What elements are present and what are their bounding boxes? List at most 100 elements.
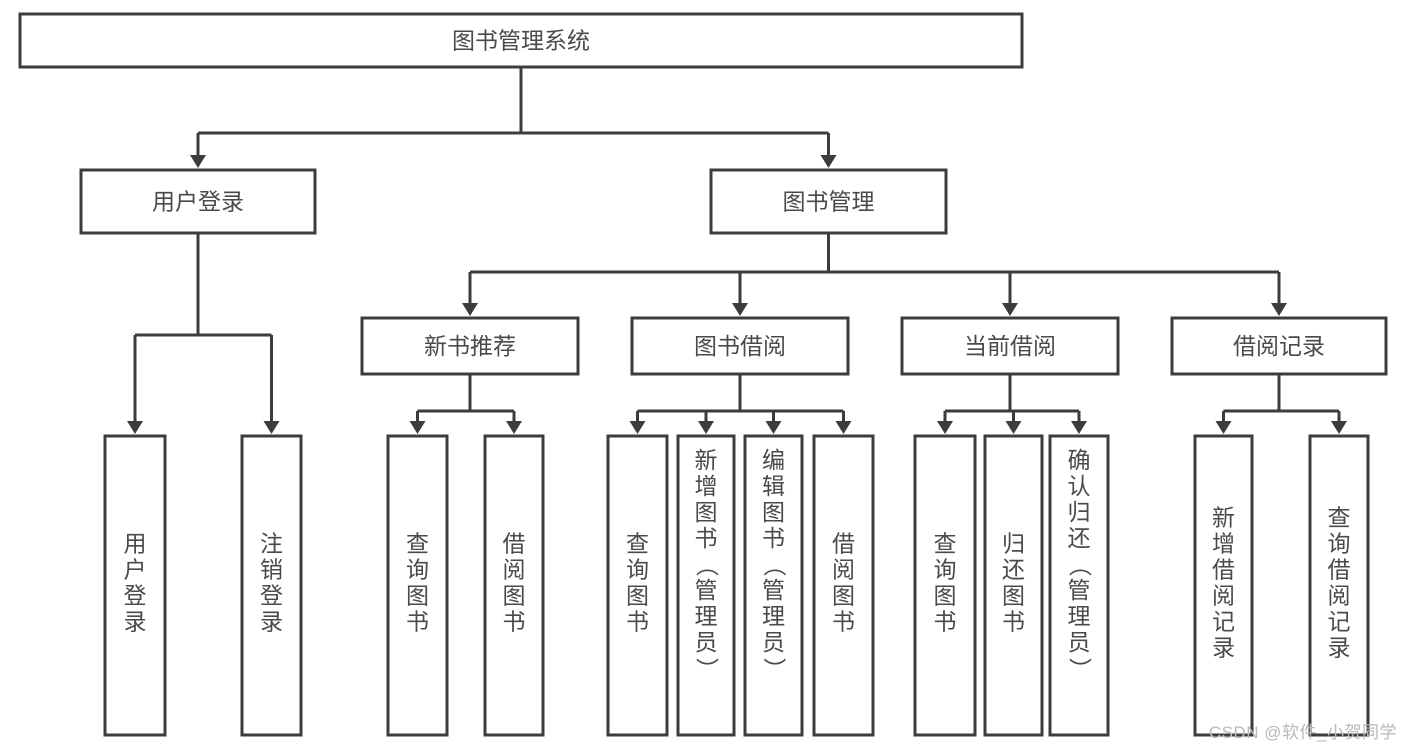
edge-group: [1215, 374, 1347, 434]
svg-text:书: 书: [762, 525, 785, 551]
node-box[interactable]: [900, 316, 1120, 376]
node-用户登录[interactable]: 用户登录: [79, 168, 317, 235]
svg-text:图: 图: [1002, 583, 1025, 609]
connector-arrow: [732, 272, 748, 316]
svg-text:书: 书: [626, 609, 649, 635]
svg-text:管: 管: [695, 577, 718, 603]
node-图书管理系统[interactable]: 图书管理系统: [18, 12, 1024, 69]
svg-text:员: 员: [1068, 629, 1091, 655]
node-label: 图书管理: [783, 189, 875, 215]
node-box[interactable]: [1193, 434, 1254, 737]
arrow-head-icon: [732, 303, 748, 316]
svg-text:记: 记: [1212, 609, 1235, 635]
node-box[interactable]: [676, 434, 736, 737]
connector-arrow: [1002, 272, 1018, 316]
svg-text:还: 还: [1002, 557, 1025, 583]
node-layer: 图书管理系统用户登录图书管理新书推荐图书借阅当前借阅借阅记录用户登录注销登录查询…: [18, 12, 1388, 737]
node-box[interactable]: [1048, 434, 1110, 737]
arrow-head-icon: [409, 421, 426, 434]
node-图书借阅[interactable]: 图书借阅: [630, 316, 850, 376]
arrow-head-icon: [835, 421, 852, 434]
svg-text:图: 图: [934, 583, 957, 609]
node-box[interactable]: [240, 434, 303, 737]
node-box[interactable]: [913, 434, 977, 737]
node-box[interactable]: [606, 434, 669, 737]
node-box[interactable]: [630, 316, 850, 376]
node-label: 图书借阅: [694, 333, 786, 359]
svg-text:查: 查: [1328, 505, 1351, 531]
arrow-head-icon: [190, 155, 206, 168]
node-当前借阅[interactable]: 当前借阅: [900, 316, 1120, 376]
edge-group: [462, 233, 1287, 316]
node-box[interactable]: [812, 434, 875, 737]
edge-group: [409, 374, 522, 434]
node-box[interactable]: [1308, 434, 1370, 737]
svg-text:借: 借: [1212, 557, 1235, 583]
node-box[interactable]: [983, 434, 1044, 737]
connector-arrow: [1071, 411, 1087, 434]
node-box[interactable]: [743, 434, 804, 737]
node-box[interactable]: [360, 316, 580, 376]
svg-text:认: 认: [1068, 473, 1091, 499]
svg-text:询: 询: [934, 557, 957, 583]
node-用户登录-leaf[interactable]: 用户登录: [103, 434, 167, 737]
svg-text:录: 录: [124, 609, 147, 635]
connector-arrow: [506, 411, 522, 434]
svg-text:阅: 阅: [503, 557, 526, 583]
svg-text:增: 增: [1212, 531, 1235, 557]
node-box[interactable]: [18, 12, 1024, 69]
svg-text:（: （: [762, 554, 788, 577]
svg-text:图: 图: [626, 583, 649, 609]
node-box[interactable]: [79, 168, 317, 235]
svg-text:管: 管: [762, 577, 785, 603]
node-label: 当前借阅: [964, 333, 1056, 359]
arrow-head-icon: [629, 421, 646, 434]
connector-arrow: [190, 133, 206, 168]
svg-text:理: 理: [1068, 603, 1091, 629]
node-借阅记录[interactable]: 借阅记录: [1170, 316, 1388, 376]
arrow-head-icon: [1005, 421, 1022, 434]
svg-text:书: 书: [934, 609, 957, 635]
svg-text:书: 书: [695, 525, 718, 551]
svg-text:确: 确: [1068, 447, 1091, 473]
svg-text:图: 图: [762, 499, 785, 525]
node-label: 用户登录: [152, 189, 244, 215]
node-新书推荐[interactable]: 新书推荐: [360, 316, 580, 376]
svg-text:书: 书: [832, 609, 855, 635]
node-box[interactable]: [386, 434, 449, 737]
svg-text:录: 录: [1212, 635, 1235, 661]
connector-arrow: [765, 411, 782, 434]
arrow-head-icon: [506, 421, 522, 434]
node-box[interactable]: [1170, 316, 1388, 376]
node-box[interactable]: [103, 434, 167, 737]
node-box[interactable]: [483, 434, 545, 737]
svg-text:书: 书: [1002, 609, 1025, 635]
connector-arrow: [263, 335, 280, 434]
svg-text:销: 销: [260, 557, 283, 583]
edge-group: [127, 233, 280, 434]
connector-arrow: [629, 411, 646, 434]
arrow-head-icon: [1215, 421, 1232, 434]
svg-text:管: 管: [1068, 577, 1091, 603]
node-box[interactable]: [709, 168, 948, 235]
svg-text:阅: 阅: [832, 557, 855, 583]
node-图书管理[interactable]: 图书管理: [709, 168, 948, 235]
